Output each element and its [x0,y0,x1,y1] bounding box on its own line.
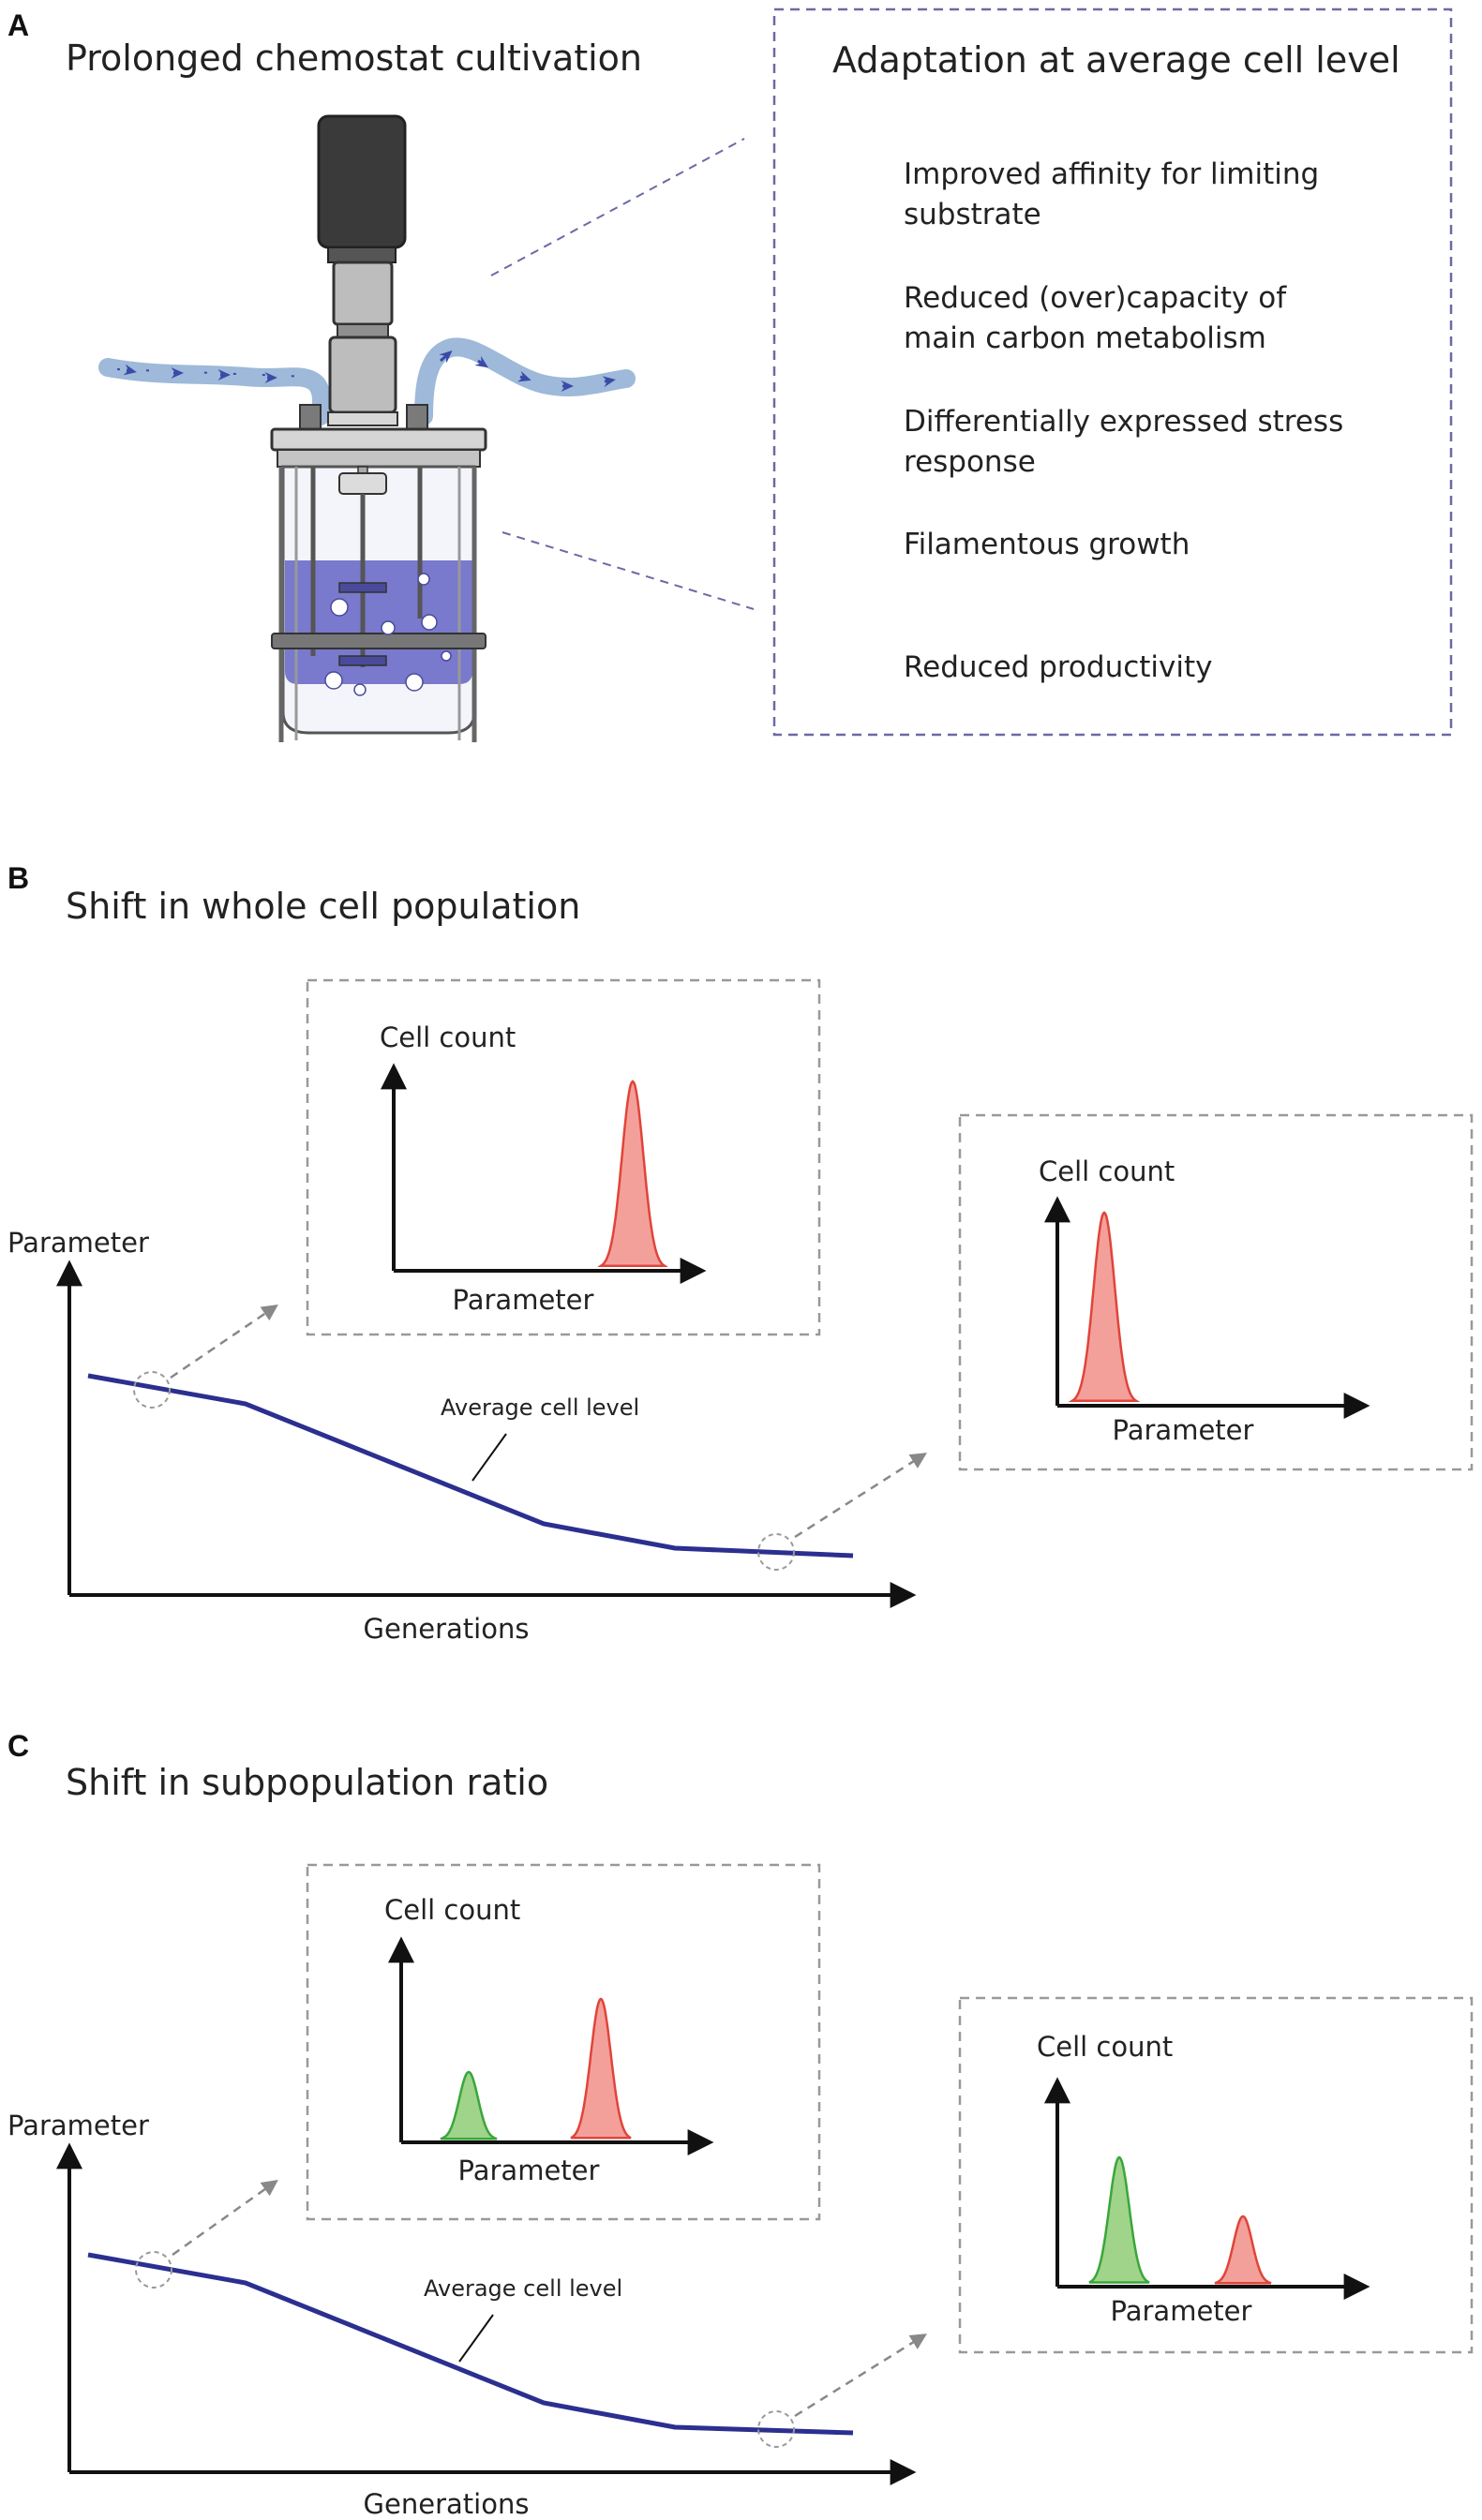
panel-c-inset-early: Cell count Parameter [306,1863,821,2221]
panel-b-curve-pointer [472,1433,507,1482]
panel-b-x-axis-label: Generations [364,1613,530,1645]
panel-c-inset-late: Cell count Parameter [958,1996,1474,2354]
panel-c-inset-late-y-label: Cell count [1037,2031,1173,2063]
panel-c-inset-early-y-label: Cell count [384,1894,520,1926]
adaptation-box-title: Adaptation at average cell level [832,39,1400,81]
adaptation-item-2-line-1: Reduced (over)capacity of [904,281,1287,315]
panel-c-x-axis-label: Generations [364,2488,530,2520]
panel-b-inset-early-red-peak [597,1080,668,1268]
panel-a-title: Prolonged chemostat cultivation [66,37,642,79]
panel-b-inset-early-x-label: Parameter [453,1284,594,1316]
panel-b-y-axis-label: Parameter [7,1227,149,1259]
panel-b-title: Shift in whole cell population [66,886,580,927]
adaptation-item-3-line-2: response [904,445,1036,479]
culture-medium [285,560,472,684]
panel-b-letter: B [7,861,29,895]
panel-c-average-curve [87,2252,854,2436]
panel-c-letter: C [7,1729,29,1763]
panel-c-zoom-circle-late [757,2410,795,2448]
panel-c-inset-late-red-peak [1214,2214,1272,2285]
panel-b-inset-late: Cell count Parameter [958,1113,1474,1471]
reactor-lid [270,427,487,452]
panel-b-inset-late-y-label: Cell count [1039,1156,1175,1187]
panel-b-inset-early: Cell count Parameter [306,978,821,1336]
panel-c-inset-late-x-label: Parameter [1111,2295,1252,2327]
adaptation-box [772,7,1453,737]
motor [317,114,407,249]
adaptation-item-3-line-1: Differentially expressed stress [904,405,1343,439]
inlet-tube [98,358,332,425]
panel-a-letter: A [7,8,29,42]
panel-b-inset-late-red-peak [1068,1211,1141,1402]
panel-c-y-axis-label: Parameter [7,2110,149,2141]
adaptation-item-5-line-1: Reduced productivity [904,650,1213,684]
bioreactor-illustration [98,114,636,742]
panel-b-curve-label: Average cell level [441,1394,639,1421]
panel-c-inset-early-green-peak [440,2070,498,2140]
adaptation-item-1-line-2: substrate [904,198,1041,231]
adaptation-item-2-line-2: main carbon metabolism [904,321,1266,355]
panel-b-inset-early-y-label: Cell count [380,1021,516,1053]
adaptation-item-4-line-1: Filamentous growth [904,528,1190,561]
panel-b-inset-late-x-label: Parameter [1113,1414,1254,1446]
panel-b-zoom-circle-late [757,1533,795,1571]
outlet-tube [414,337,636,425]
adaptation-item-1-line-1: Improved affinity for limiting [904,157,1319,191]
panel-b-average-curve [87,1373,854,1558]
panel-c-zoom-circle-early [135,2251,172,2289]
panel-b-main-chart: Parameter Generations Average cell level [7,1227,927,1645]
panel-c-curve-pointer [458,2314,494,2363]
panel-c-main-chart: Parameter Generations Average cell level [7,2110,927,2520]
panel-c-inset-early-x-label: Parameter [458,2155,600,2186]
panel-c-curve-label: Average cell level [424,2275,622,2302]
panel-c-inset-late-green-peak [1088,2155,1150,2284]
panel-c-inset-early-red-peak [570,1997,632,2140]
panel-c-title: Shift in subpopulation ratio [66,1762,548,1803]
adaptation-list: Improved affinity for limiting substrateR… [904,157,1343,684]
panel-b-zoom-circle-early [133,1371,171,1409]
